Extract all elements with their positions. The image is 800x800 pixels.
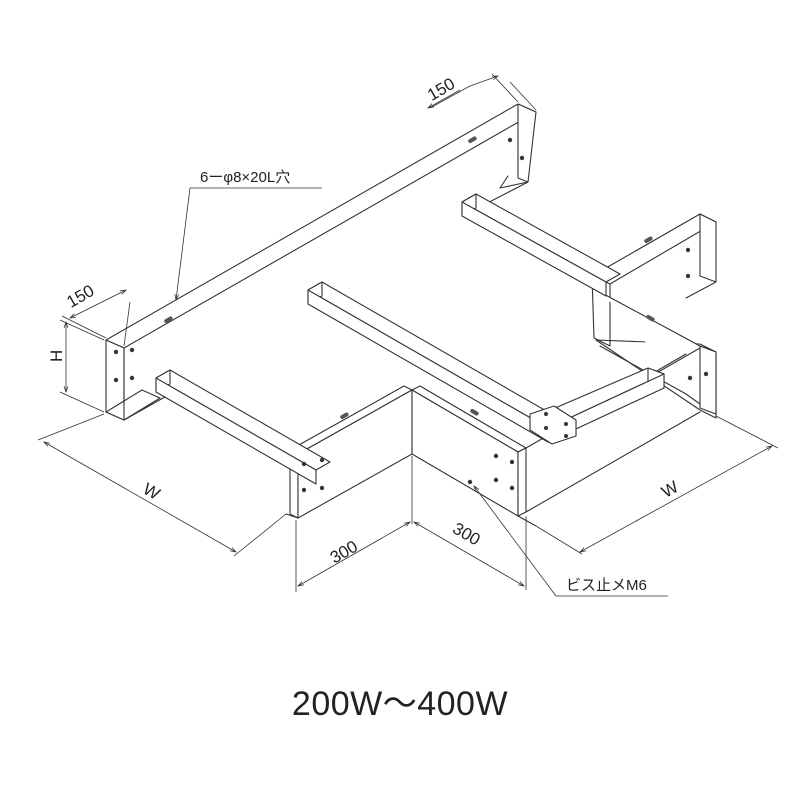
rung-middle [307, 281, 563, 443]
dim-branch-right-label: 300 [449, 519, 483, 550]
dim-branch-left-label: 300 [327, 537, 361, 568]
dim-left-w-label: W [140, 479, 163, 503]
right-end-rail [591, 213, 717, 419]
joint-plate [529, 405, 577, 445]
dim-height: H [47, 319, 105, 413]
callout-screw: ビス止メM6 [474, 486, 668, 597]
callout-slot-holes: 6ーφ8×20L穴 [176, 169, 322, 300]
size-range-caption: 200W〜400W [291, 685, 509, 723]
dim-height-label: H [47, 350, 66, 362]
front-right-rail [411, 385, 701, 527]
rung-back [461, 193, 621, 297]
dim-top-150-label: 150 [424, 74, 458, 105]
rail-holes [113, 137, 709, 493]
rung-left [155, 369, 331, 485]
slot-holes [164, 136, 655, 419]
callout-screw-label: ビス止メM6 [566, 577, 647, 594]
callout-slot-holes-label: 6ーφ8×20L穴 [200, 169, 290, 186]
